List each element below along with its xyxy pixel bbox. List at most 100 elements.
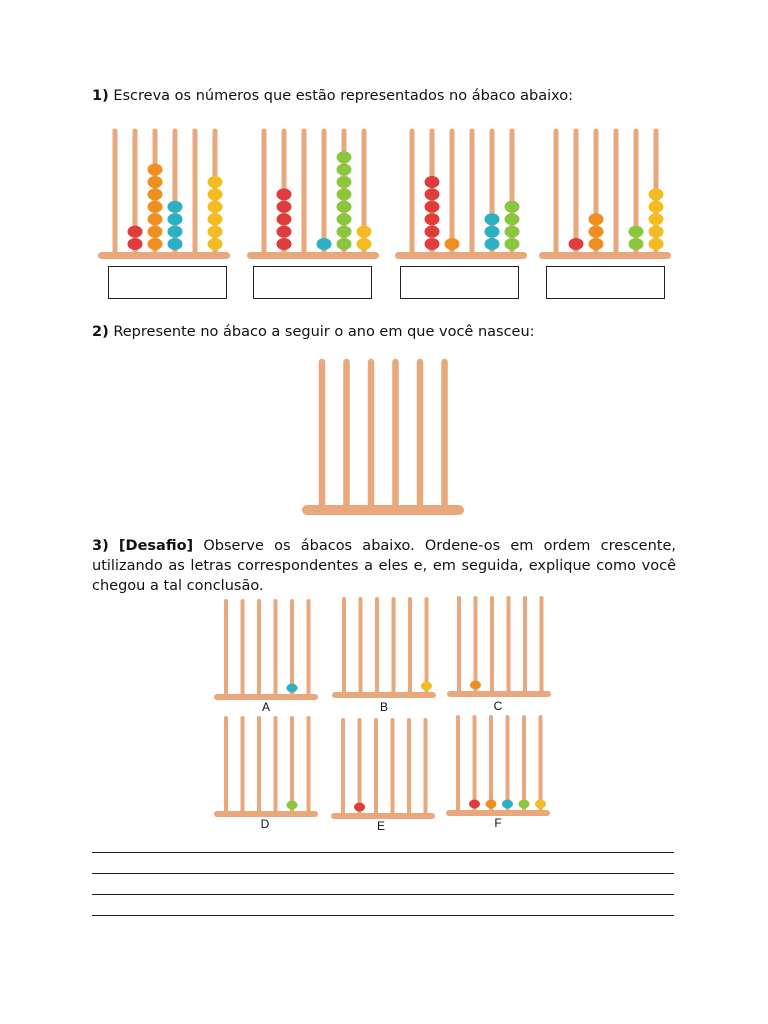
- question-1-text: 1) Escreva os números que estão represen…: [92, 86, 676, 106]
- abacus-bead: [444, 238, 460, 250]
- abacus-bead: [648, 238, 664, 250]
- abacus-bead: [356, 225, 372, 238]
- question-3-number: 3): [92, 538, 109, 554]
- abacus-bead: [356, 238, 372, 250]
- abacus-label: E: [376, 819, 385, 833]
- abacus-bead: [207, 188, 223, 201]
- abacus-bead: [354, 802, 365, 812]
- question-3-prompt: Observe os ábacos abaixo. Ordene-os em o…: [92, 538, 677, 594]
- abacus-bead: [147, 200, 163, 213]
- question-2-prompt: Represente no ábaco a seguir o ano em qu…: [108, 324, 535, 340]
- abacus-bead: [421, 681, 432, 691]
- abacus-bead: [424, 225, 440, 238]
- abacus-bead: [336, 188, 352, 201]
- answer-box-4[interactable]: [546, 266, 665, 299]
- abacus-bead: [207, 176, 223, 188]
- abacus-bead: [276, 225, 292, 238]
- abacus-bead: [286, 683, 298, 693]
- question-3-tag: [Desafio]: [118, 538, 194, 554]
- abacus-bead: [147, 163, 163, 176]
- abacus-base: [302, 505, 464, 515]
- abacus-bead: [484, 213, 500, 226]
- answer-line-4[interactable]: [92, 915, 674, 916]
- abacus-bead: [336, 176, 352, 188]
- abacus-bead: [504, 200, 520, 213]
- abacus-bead: [167, 238, 183, 250]
- abacus-bead: [276, 238, 292, 250]
- abacus-label: C: [493, 699, 503, 713]
- abacus-label: B: [379, 700, 388, 714]
- abacus-bead: [336, 238, 352, 250]
- abacus-bead: [484, 238, 500, 250]
- abacus-bead: [648, 200, 664, 213]
- abacus-base: [214, 811, 318, 817]
- abacus-bead: [424, 188, 440, 201]
- abacus-label: F: [494, 816, 502, 830]
- abacus-base: [447, 691, 551, 697]
- abacus-bead: [207, 238, 223, 250]
- abacus-bead: [336, 200, 352, 213]
- abacus-bead: [648, 213, 664, 226]
- abacus-base: [98, 252, 230, 259]
- abacus-bead: [504, 238, 520, 250]
- question-1-number: 1): [92, 88, 109, 104]
- abacus-bead: [502, 799, 513, 809]
- answer-box-3[interactable]: [400, 266, 519, 299]
- abacus-bead: [628, 238, 644, 250]
- abacus-bead: [648, 188, 664, 201]
- abacus-bead: [207, 200, 223, 213]
- question-1-prompt: Escreva os números que estão representad…: [108, 88, 574, 104]
- abacus-bead: [424, 200, 440, 213]
- abacus-bead: [588, 225, 604, 238]
- abacus-bead: [127, 225, 143, 238]
- abacus-bead: [588, 213, 604, 226]
- abacus-bead: [568, 238, 584, 250]
- abacus-bead: [276, 200, 292, 213]
- abacus-bead: [504, 225, 520, 238]
- question-2-number: 2): [92, 324, 109, 340]
- abacus-bead: [167, 225, 183, 238]
- abacus-base: [332, 692, 436, 698]
- abacus-base: [395, 252, 527, 259]
- answer-line-2[interactable]: [92, 873, 674, 874]
- abacus-bead: [535, 799, 546, 809]
- answer-box-1[interactable]: [108, 266, 227, 299]
- abacus-label: A: [261, 700, 270, 714]
- abacus-bead: [336, 151, 352, 164]
- abacus-bead: [147, 213, 163, 226]
- abacus-bead: [147, 176, 163, 188]
- abacus-base: [247, 252, 379, 259]
- answer-line-3[interactable]: [92, 894, 674, 895]
- abacus-bead: [504, 213, 520, 226]
- abacus-bead: [485, 799, 497, 809]
- abacus-bead: [336, 163, 352, 176]
- question-2-text: 2) Represente no ábaco a seguir o ano em…: [92, 322, 676, 342]
- abacus-bead: [167, 213, 183, 226]
- abacus-bead: [127, 238, 143, 250]
- abacus-bead: [147, 188, 163, 201]
- abacus-base: [331, 813, 435, 819]
- abacus-bead: [207, 225, 223, 238]
- answer-box-2[interactable]: [253, 266, 372, 299]
- abacus-bead: [628, 225, 644, 238]
- abacus-bead: [147, 238, 163, 250]
- abacus-bead: [469, 799, 480, 809]
- abacus-bead: [518, 799, 530, 809]
- question-3-text: 3) [Desafio] Observe os ábacos abaixo. O…: [92, 536, 676, 596]
- abacus-bead: [167, 200, 183, 213]
- abacus-bead: [424, 213, 440, 226]
- abacus-bead: [336, 225, 352, 238]
- abacus-bead: [286, 800, 298, 810]
- abacus-bead: [424, 176, 440, 188]
- abacus-bead: [316, 238, 332, 250]
- abacus-bead: [207, 213, 223, 226]
- abacus-bead: [588, 238, 604, 250]
- abacus-bead: [336, 213, 352, 226]
- abacus-bead: [276, 213, 292, 226]
- answer-line-1[interactable]: [92, 852, 674, 853]
- abacus-bead: [470, 680, 481, 690]
- abacus-bead: [484, 225, 500, 238]
